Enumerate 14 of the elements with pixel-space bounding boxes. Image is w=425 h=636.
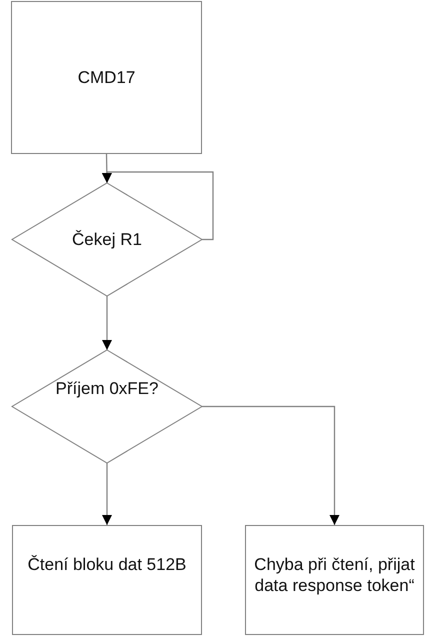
process-box [11, 1, 202, 154]
process-box [12, 525, 202, 635]
arrow [202, 406, 340, 525]
decision-diamond [12, 183, 202, 296]
step-text: Čtení bloku dat 512B [28, 554, 186, 575]
decision-text: Čekej R1 [72, 229, 142, 250]
step-text: Chyba při čtení, přijat data response token“ [253, 554, 416, 596]
decision-text: Příjem 0xFE? [56, 378, 158, 399]
arrow [102, 463, 112, 525]
decision-diamond [12, 350, 202, 463]
process-box [245, 525, 424, 635]
step-text: CMD17 [78, 67, 136, 88]
arrow [102, 171, 214, 240]
arrow [102, 296, 112, 350]
